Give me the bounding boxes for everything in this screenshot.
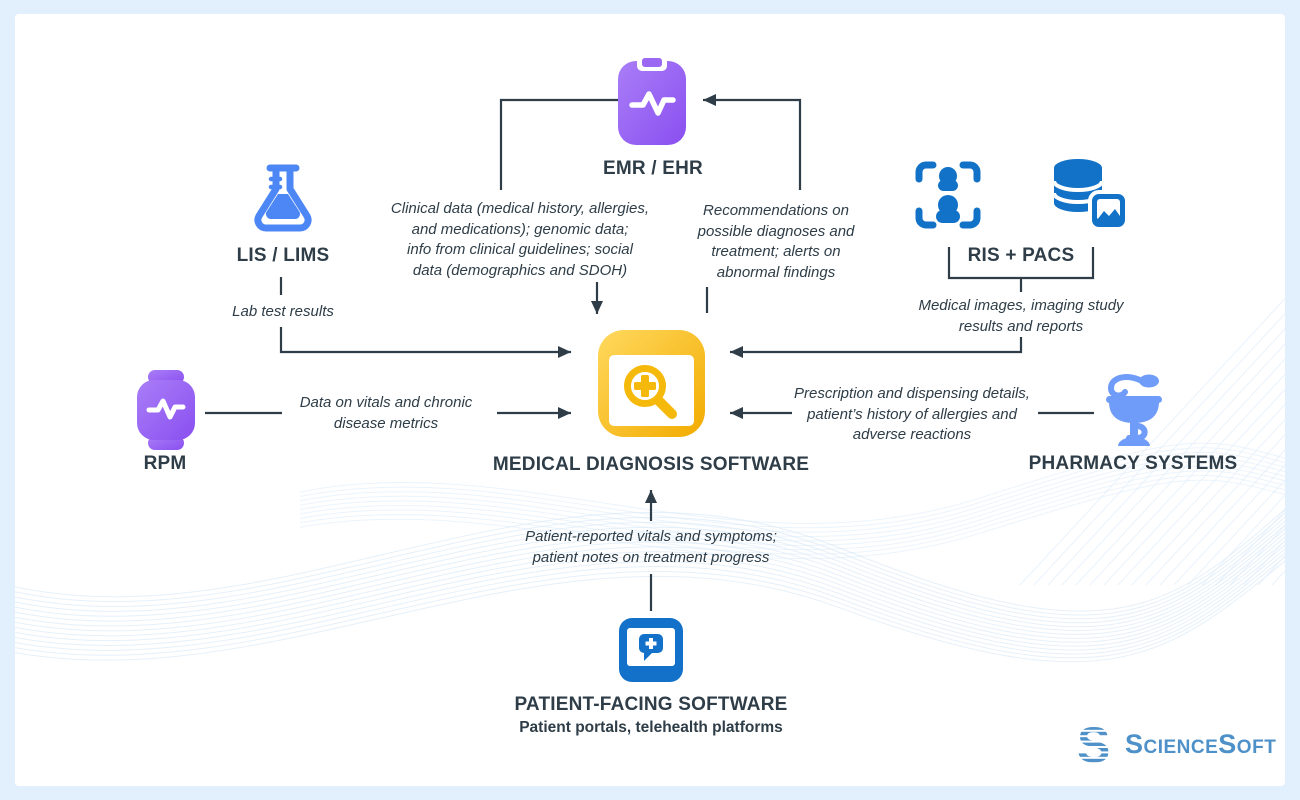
clipboard-pulse-icon — [618, 54, 686, 145]
edge-ris-to-center — [730, 337, 1023, 358]
chat-cross-monitor-icon — [619, 618, 683, 682]
ris-label: RIS + PACS — [967, 245, 1075, 266]
edge-lis-to-center — [279, 327, 571, 358]
patient-label: PATIENT-FACING SOFTWARE — [514, 694, 788, 715]
flow-pharmacy-to-center: Prescription and dispensing details, pat… — [794, 385, 1030, 443]
edge-center-to-emr — [703, 94, 802, 190]
sciencesoft-logo: S ScienceSoft — [1076, 721, 1276, 767]
center-label: MEDICAL DIAGNOSIS SOFTWARE — [492, 454, 810, 475]
lis-label: LIS / LIMS — [236, 245, 330, 266]
flow-lis-to-center: Lab test results — [232, 303, 334, 320]
flow-center-to-emr: Recommendations on possible diagnoses an… — [697, 202, 855, 281]
flow-patient-to-center: Patient-reported vitals and symptoms; pa… — [525, 528, 777, 566]
pharmacy-label: PHARMACY SYSTEMS — [1028, 453, 1238, 474]
emr-label: EMR / EHR — [603, 158, 703, 179]
sciencesoft-logo-text: ScienceSoft — [1125, 729, 1277, 759]
body-scan-icon — [915, 161, 981, 229]
flow-rpm-to-center: Data on vitals and chronic disease metri… — [299, 394, 473, 432]
bowl-of-hygieia-icon — [1106, 374, 1162, 446]
flow-emr-to-center: Clinical data (medical history, allergie… — [390, 200, 650, 279]
lab-flask-icon — [254, 164, 312, 232]
patient-sublabel: Patient portals, telehealth platforms — [519, 719, 783, 736]
rpm-label: RPM — [143, 453, 187, 474]
flow-ris-to-center: Medical images, imaging study results an… — [918, 297, 1124, 335]
imaging-database-icon — [1052, 159, 1129, 231]
sciencesoft-logo-icon: S — [1077, 721, 1110, 767]
edge-emr-out — [499, 98, 618, 190]
magnifier-cross-icon — [598, 330, 705, 437]
smartwatch-pulse-icon — [137, 370, 195, 450]
svg-text:S: S — [1077, 721, 1110, 767]
